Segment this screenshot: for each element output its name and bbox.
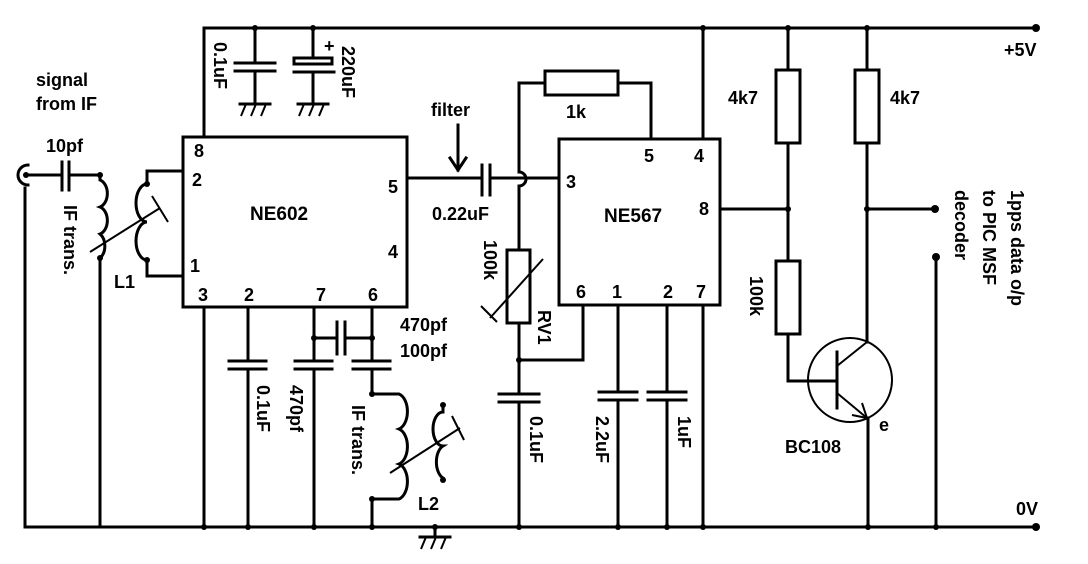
- c-in-label: 10pf: [46, 136, 84, 156]
- ne567-name: NE567: [604, 206, 662, 227]
- ne602-pin-2b: 2: [244, 285, 254, 305]
- rv1-value-label: 100k: [480, 240, 500, 281]
- ne602-pin-4: 4: [388, 242, 398, 262]
- signal-label-1: signal: [36, 70, 88, 90]
- c-dec2-label: 220uF: [338, 46, 358, 98]
- output-label-3: decoder: [951, 190, 971, 260]
- ground-icon: [418, 524, 452, 550]
- c-pin1-label: 2.2uF: [592, 416, 612, 463]
- output-label-1: 1pps data o/p: [1007, 190, 1027, 306]
- signal-label-2: from IF: [36, 94, 97, 114]
- capacitor-1uF: [646, 303, 688, 530]
- resistor-4k7-b: [853, 68, 881, 145]
- ne602-pin-7: 7: [316, 285, 326, 305]
- resistor-100k: [774, 259, 802, 336]
- ne567-pin-2: 2: [663, 282, 673, 302]
- ne567-pin-7: 7: [696, 282, 706, 302]
- inductor-l1: [89, 169, 185, 529]
- ne602-pin-6: 6: [368, 285, 378, 305]
- input-connector[interactable]: [16, 163, 30, 187]
- zero-v-terminal: [1032, 523, 1040, 531]
- polarity-plus: +: [324, 36, 335, 56]
- rv1-name-label: RV1: [534, 310, 554, 345]
- ne567-pin-3: 3: [566, 172, 576, 192]
- c-osc-a-label: 470pf: [400, 315, 448, 335]
- capacitor-0.1uF-pin2: [227, 305, 268, 530]
- ne567-pin-5: 5: [644, 146, 654, 166]
- c-rv1-label: 0.1uF: [526, 416, 546, 463]
- ne602-pin-5: 5: [388, 177, 398, 197]
- zero-v-label: 0V: [1016, 499, 1038, 519]
- output-label-2: to PIC MSF: [979, 190, 999, 285]
- c-filter-label: 0.22uF: [432, 204, 489, 224]
- capacitor-0.1uF-decoupling: [233, 25, 277, 117]
- plus5v-terminal: [1032, 24, 1040, 32]
- ne602-pin-8: 8: [194, 141, 204, 161]
- ic-ne567: [557, 137, 722, 307]
- c-dec1-label: 0.1uF: [210, 42, 230, 89]
- inductor-l2: [369, 391, 465, 530]
- l2-name: L2: [418, 494, 439, 514]
- output-terminal-data[interactable]: [931, 205, 939, 213]
- r-4k7-a-label: 4k7: [728, 88, 758, 108]
- resistor-1k: [543, 69, 620, 97]
- l2-desc: IF trans.: [348, 405, 368, 475]
- ne567-pin-4: 4: [694, 146, 704, 166]
- plus5v-label: +5V: [1004, 40, 1037, 60]
- c-pin2-label: 0.1uF: [253, 385, 273, 432]
- transistor-bc108: [807, 337, 893, 530]
- r-4k7-b-label: 4k7: [890, 88, 920, 108]
- ne602-pin-3: 3: [198, 285, 208, 305]
- c-pin7-label: 470pf: [286, 385, 306, 433]
- l1-desc: IF trans.: [60, 205, 80, 275]
- ne567-pin-1: 1: [612, 282, 622, 302]
- ic-ne602: [181, 135, 409, 309]
- ne602-pin-1: 1: [190, 256, 200, 276]
- ne567-pin-6: 6: [576, 282, 586, 302]
- r-100k-label: 100k: [746, 276, 766, 317]
- c-pin2b-label: 1uF: [674, 416, 694, 448]
- capacitor-2.2uF: [597, 303, 639, 530]
- ne567-pin-8: 8: [699, 199, 709, 219]
- ne602-name: NE602: [250, 204, 308, 225]
- c-osc-b-label: 100pf: [400, 341, 448, 361]
- capacitor-100pf: [351, 305, 392, 396]
- ne602-pin-2: 2: [192, 170, 202, 190]
- resistor-4k7-a: [774, 68, 802, 145]
- l1-name: L1: [114, 272, 135, 292]
- filter-label: filter: [431, 100, 470, 120]
- emitter-label: e: [879, 415, 889, 435]
- capacitor-470pf-feedback: [312, 320, 374, 356]
- filter-arrow-icon: [447, 123, 469, 173]
- transistor-label: BC108: [785, 437, 841, 457]
- capacitor-220uF-electrolytic: [292, 25, 336, 117]
- capacitor-0.1uF-rv1: [497, 358, 541, 530]
- r-1k-label: 1k: [566, 102, 587, 122]
